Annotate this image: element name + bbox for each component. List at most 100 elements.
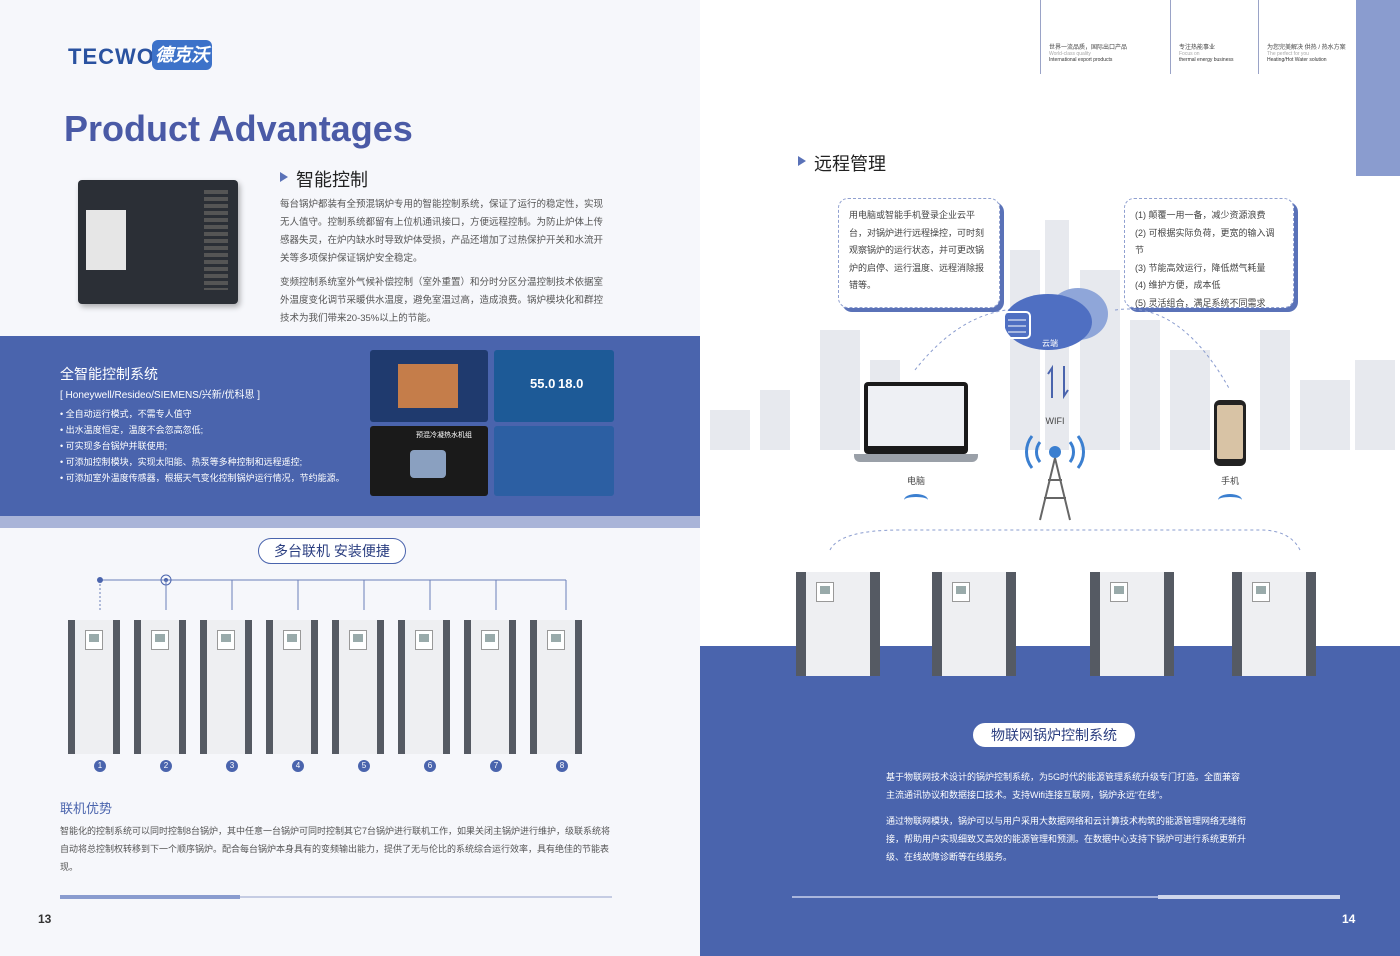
phone-wifi-icon: [1218, 494, 1242, 506]
footer-line: [60, 896, 612, 898]
screen-diagram: [398, 364, 458, 408]
footer-line: [792, 896, 1340, 898]
sync-arrows-icon: [1047, 364, 1069, 400]
smart-control-para-2: 变频控制系统室外气候补偿控制（室外重置）和分时分区分温控制技术依据室外温度变化调…: [280, 277, 604, 324]
screen-3: 预混冷凝热水机组: [370, 426, 488, 496]
band-title: 全智能控制系统: [60, 366, 158, 382]
tag-cn: 为您完美解决 供热 / 热水方案: [1267, 45, 1346, 51]
cloud-icon: [1003, 288, 1108, 350]
boiler-unit: [796, 572, 880, 676]
screen-2: 55.0 18.0: [494, 350, 614, 422]
tag-en: thermal energy business: [1179, 57, 1234, 63]
boiler-unit: [1232, 572, 1316, 676]
boiler-unit: [68, 620, 120, 754]
unit-number: 8: [556, 760, 568, 772]
unit-number: 3: [226, 760, 238, 772]
benefit-item: (2) 可根据实际负荷，更宽的输入调节: [1135, 227, 1275, 256]
footer-progress: [60, 895, 240, 899]
list-item: 可添加室外温度传感器，根据天气变化控制锅炉运行情况，节约能源。: [60, 470, 345, 486]
device-image: [410, 450, 446, 478]
feature-list: 全自动运行模式，不需专人值守 出水温度恒定，温度不会忽高忽低; 可实现多台锅炉并…: [60, 406, 345, 486]
boiler-unit: [200, 620, 252, 754]
tag-en: Heating/Hot Water solution: [1267, 57, 1327, 63]
iot-para-1: 基于物联网技术设计的锅炉控制系统，为5G时代的能源管理系统升级专门打造。全面兼容…: [886, 772, 1241, 800]
controller-pins: [204, 190, 228, 290]
smart-control-para-1: 每台锅炉都装有全预混锅炉专用的智能控制系统，保证了运行的稳定性，实现无人值守。控…: [280, 199, 604, 264]
unit-number: 6: [424, 760, 436, 772]
phone-label: 手机: [1220, 476, 1239, 486]
footer-progress: [1158, 895, 1340, 899]
benefit-item: (3) 节能高效运行，降低燃气耗量: [1135, 262, 1266, 273]
iot-band: [700, 646, 1400, 956]
screen-4: [494, 426, 614, 496]
right-page: 世界一流品质，国际出口产品 World-class quality Intern…: [700, 0, 1400, 956]
connection-diagram: [97, 574, 567, 610]
phone-screen: [1217, 405, 1243, 459]
unit-number: 2: [160, 760, 172, 772]
controller-board-image: [78, 180, 238, 304]
screen-value-2: 18.0: [558, 376, 584, 391]
header-tag: 为您完美解决 供热 / 热水方案 The perfect for you Hea…: [1258, 0, 1348, 74]
boiler-unit: [530, 620, 582, 754]
screen-value-1: 55.0: [530, 376, 556, 391]
unit-number: 1: [94, 760, 106, 772]
remote-callout-right: (1) 颠覆一用一备，减少资源浪费 (2) 可根据实际负荷，更宽的输入调节 (3…: [1124, 198, 1294, 308]
tag-en: The perfect for you: [1267, 51, 1309, 57]
control-screens: 55.0 18.0 预混冷凝热水机组: [370, 350, 614, 496]
boiler-unit: [464, 620, 516, 754]
list-item: 出水温度恒定，温度不会忽高忽低;: [60, 422, 345, 438]
unit-number: 7: [490, 760, 502, 772]
tag-cn: 专注热能事业: [1179, 45, 1216, 51]
bullet-triangle-icon: [798, 156, 806, 166]
left-page: TECWOO 德克沃 Product Advantages 智能控制 每台锅炉都…: [0, 0, 700, 956]
cloud-label: 云端: [1042, 339, 1058, 348]
benefit-item: (1) 颠覆一用一备，减少资源浪费: [1135, 210, 1266, 220]
pc-wifi-icon: [904, 494, 928, 506]
iot-pill: 物联网锅炉控制系统: [972, 722, 1136, 748]
screen-title: 预混冷凝热水机组: [416, 432, 472, 439]
wifi-label: WIFI: [1045, 416, 1065, 426]
header-tag: 专注热能事业 Focus on thermal energy business: [1170, 0, 1233, 74]
laptop-base: [854, 454, 978, 462]
skyline-background: [710, 220, 1395, 450]
boiler-unit: [932, 572, 1016, 676]
band-accent-bar: [0, 516, 700, 528]
boiler-unit: [1090, 572, 1174, 676]
multi-text: 智能化的控制系统可以同时控制8台锅炉，其中任意一台锅炉可同时控制其它7台锅炉进行…: [60, 826, 611, 872]
list-item: 可实现多台锅炉并联使用;: [60, 438, 345, 454]
iot-para-2: 通过物联网模块，锅炉可以与用户采用大数据网络和云计算技术构筑的能源管理网络无缝衔…: [886, 816, 1247, 862]
benefit-item: (5) 灵活组合，满足系统不同需求: [1135, 297, 1266, 308]
band-brands: [ Honeywell/Resideo/SIEMENS/兴新/优科思 ]: [60, 390, 261, 401]
boiler-unit: [134, 620, 186, 754]
screen-1: [370, 350, 488, 422]
list-item: 全自动运行模式，不需专人值守: [60, 406, 345, 422]
benefit-item: (4) 维护方便，成本低: [1135, 280, 1221, 291]
boiler-unit: [398, 620, 450, 754]
tag-en: World-class quality: [1049, 51, 1091, 57]
tag-en: Focus on: [1179, 51, 1200, 57]
unit-number: 4: [292, 760, 304, 772]
bullet-triangle-icon: [280, 172, 288, 182]
boiler-unit: [266, 620, 318, 754]
multi-unit-pill: 多台联机 安装便捷: [258, 538, 406, 564]
laptop-image: [864, 382, 968, 454]
controller-label: [86, 210, 126, 270]
unit-number: 5: [358, 760, 370, 772]
remote-callout-left: 用电脑或智能手机登录企业云平台，对锅炉进行远程操控，可时刻观察锅炉的运行状态，并…: [838, 198, 1000, 308]
pc-label: 电脑: [906, 476, 925, 486]
wifi-tower-icon: [1025, 435, 1085, 521]
page-number: 14: [1342, 912, 1356, 926]
boiler-unit: [332, 620, 384, 754]
header-tag: 世界一流品质，国际出口产品 World-class quality Intern…: [1040, 0, 1127, 74]
page-title: Product Advantages: [64, 108, 413, 149]
laptop-screen: [868, 386, 964, 446]
page-number: 13: [38, 912, 52, 926]
tag-cn: 世界一流品质，国际出口产品: [1049, 45, 1128, 51]
network-lines: [829, 308, 1301, 551]
remote-heading: 远程管理: [814, 154, 886, 174]
list-item: 可添加控制模块，实现太阳能、热泵等多种控制和远程遥控;: [60, 454, 345, 470]
tag-en: International export products: [1049, 57, 1113, 63]
phone-image: [1214, 400, 1246, 466]
logo-cn: 德克沃: [152, 40, 212, 70]
